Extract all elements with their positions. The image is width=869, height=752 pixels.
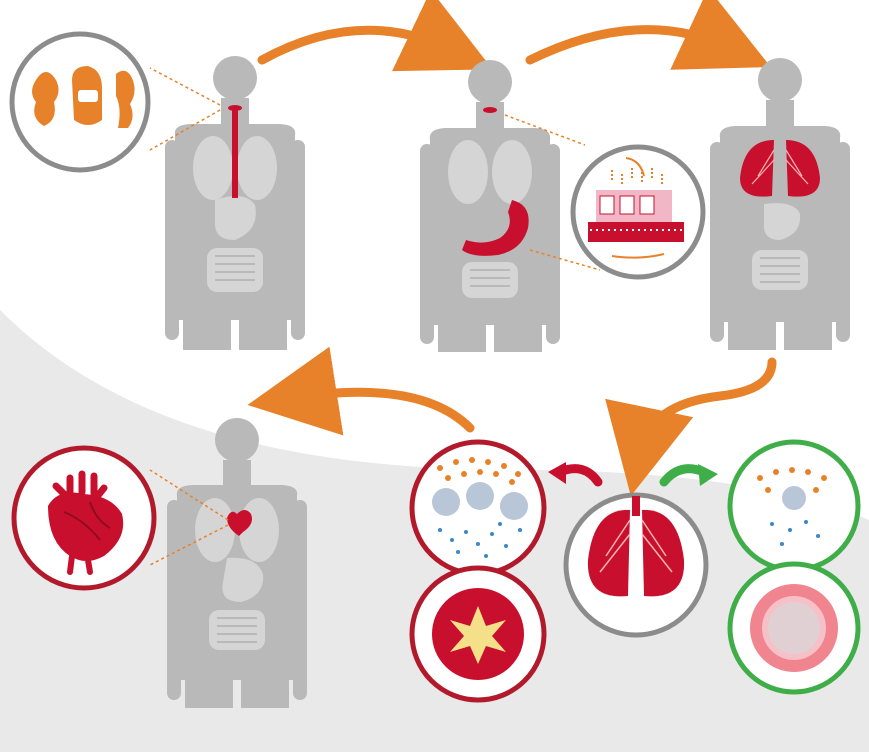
- body-figure-2: [420, 60, 560, 352]
- food-shapes-icon: [9, 31, 151, 173]
- blood-cells-particles-icon: [409, 439, 547, 577]
- esophagus-highlight: [232, 108, 238, 198]
- blocked-artery-icon: [409, 565, 547, 703]
- lungs-highlight: [740, 140, 820, 197]
- intestinal-lining-icon: [570, 144, 706, 280]
- few-particles-icon: [727, 439, 861, 573]
- heart-highlight: [227, 510, 252, 536]
- lungs-icon: [563, 492, 709, 638]
- arrow-step-3-to-lungs: [605, 357, 777, 497]
- body-figure-3: [710, 58, 850, 350]
- heart-icon: [11, 445, 157, 591]
- body-figure-1: [165, 56, 305, 350]
- arrow-step-2-to-3: [525, 0, 771, 70]
- arrow-step-1-to-2: [257, 0, 493, 72]
- stomach-highlight: [462, 200, 529, 256]
- body-figure-4: [167, 418, 307, 708]
- arrow-to-heart-step: [247, 346, 475, 436]
- open-artery-icon: [727, 561, 861, 695]
